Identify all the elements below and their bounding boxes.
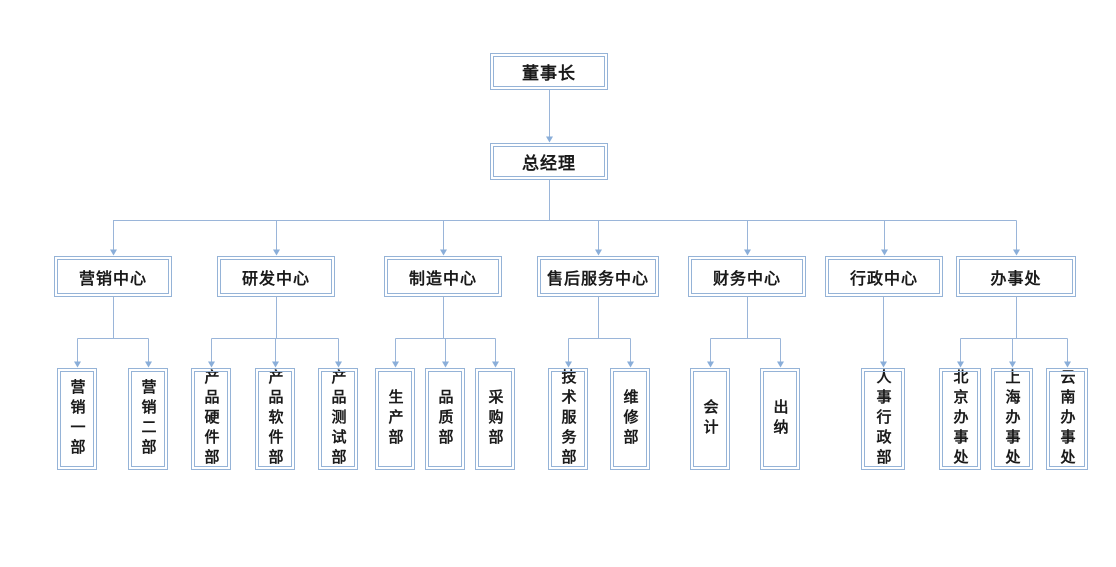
node-center-offices: 办事处 <box>956 256 1076 297</box>
node-dept-technical-service: 技术服务部 <box>548 368 588 470</box>
node-label: 上海办事处 <box>1003 369 1021 469</box>
node-label: 产品硬件部 <box>202 369 220 469</box>
node-chairman: 董事长 <box>490 53 608 90</box>
node-label: 研发中心 <box>241 270 310 288</box>
node-label: 出纳 <box>771 399 789 439</box>
node-dept-hr-admin: 人事行政部 <box>861 368 905 470</box>
node-label: 生产部 <box>386 389 404 449</box>
node-center-finance: 财务中心 <box>688 256 806 297</box>
node-dept-marketing-1: 营销一部 <box>57 368 97 470</box>
node-dept-accounting: 会计 <box>690 368 730 470</box>
node-dept-product-testing: 产品测试部 <box>318 368 358 470</box>
node-label: 办事处 <box>990 270 1042 288</box>
node-dept-marketing-2: 营销二部 <box>128 368 168 470</box>
node-label: 售后服务中心 <box>546 270 649 288</box>
node-center-manufacturing: 制造中心 <box>384 256 502 297</box>
node-center-rnd: 研发中心 <box>217 256 335 297</box>
node-label: 技术服务部 <box>559 369 577 469</box>
node-dept-procurement: 采购部 <box>475 368 515 470</box>
node-dept-cashier: 出纳 <box>760 368 800 470</box>
node-label: 财务中心 <box>712 270 781 288</box>
node-dept-production: 生产部 <box>375 368 415 470</box>
node-label: 营销一部 <box>68 379 86 459</box>
node-general-manager: 总经理 <box>490 143 608 180</box>
node-dept-product-hardware: 产品硬件部 <box>191 368 231 470</box>
node-label: 产品软件部 <box>266 369 284 469</box>
node-dept-repair: 维修部 <box>610 368 650 470</box>
node-label: 行政中心 <box>849 270 918 288</box>
node-label: 品质部 <box>436 389 454 449</box>
node-label: 人事行政部 <box>874 369 892 469</box>
node-label: 云南办事处 <box>1058 369 1076 469</box>
node-office-beijing: 北京办事处 <box>939 368 981 470</box>
node-center-marketing: 营销中心 <box>54 256 172 297</box>
node-label: 北京办事处 <box>951 369 969 469</box>
node-office-shanghai: 上海办事处 <box>991 368 1033 470</box>
node-label: 营销中心 <box>78 270 147 288</box>
node-label: 产品测试部 <box>329 369 347 469</box>
node-center-after-sales: 售后服务中心 <box>537 256 659 297</box>
node-label: 制造中心 <box>408 270 477 288</box>
node-dept-product-software: 产品软件部 <box>255 368 295 470</box>
node-label: 采购部 <box>486 389 504 449</box>
node-center-administration: 行政中心 <box>825 256 943 297</box>
node-label: 董事长 <box>522 64 576 83</box>
node-label: 总经理 <box>522 154 576 173</box>
node-label: 维修部 <box>621 389 639 449</box>
node-label: 会计 <box>701 399 719 439</box>
node-label: 营销二部 <box>139 379 157 459</box>
node-office-yunnan: 云南办事处 <box>1046 368 1088 470</box>
node-dept-quality: 品质部 <box>425 368 465 470</box>
